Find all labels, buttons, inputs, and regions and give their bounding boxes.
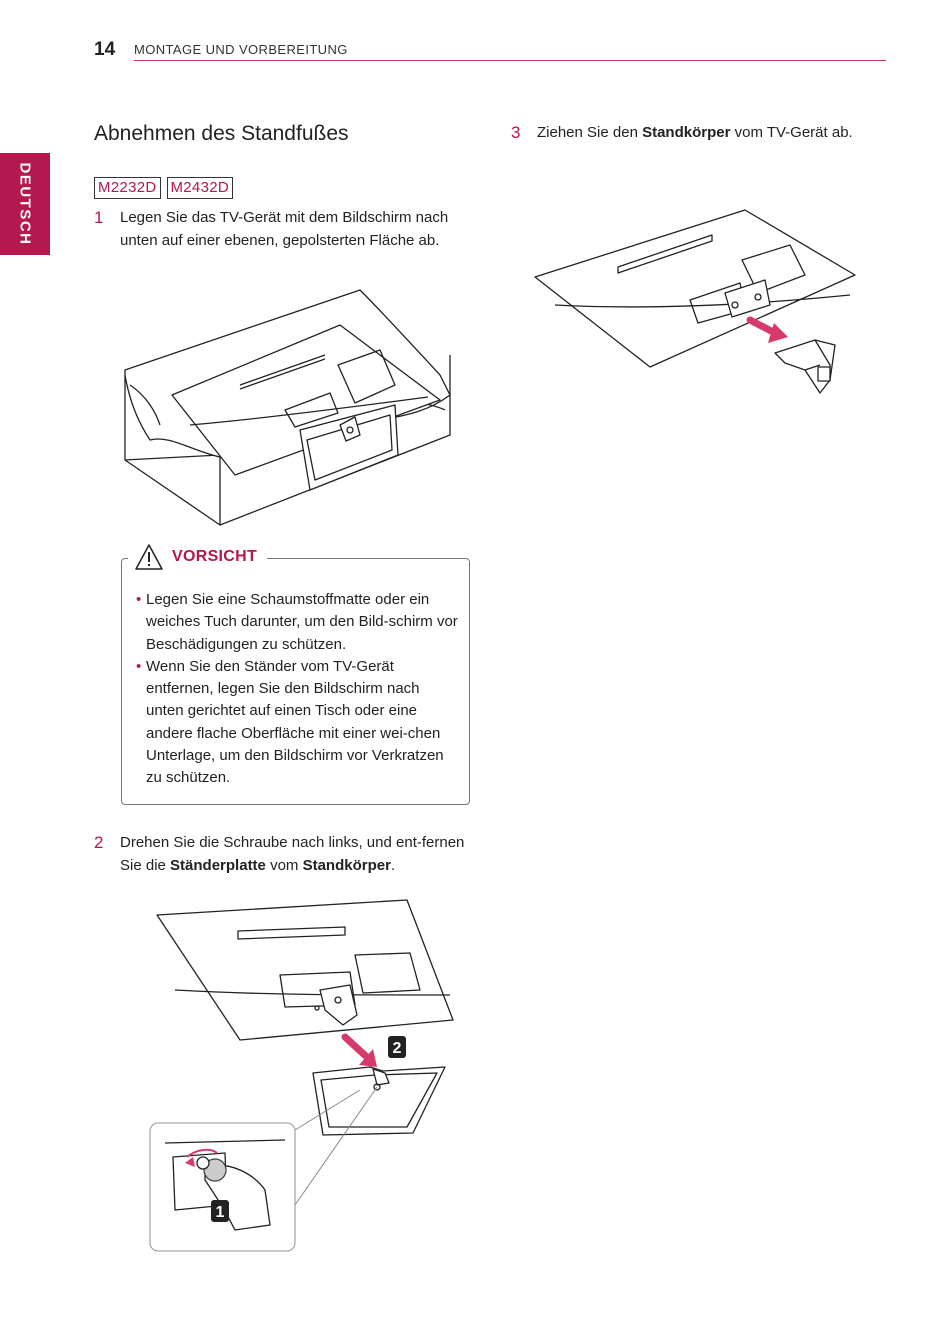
bullet-dot-icon: • [136, 591, 142, 608]
caution-title: VORSICHT [172, 548, 258, 565]
step-number: 1 [94, 208, 104, 227]
model-badges: M2232D M2432D [94, 177, 233, 199]
language-tab-label: DEUTSCH [16, 162, 34, 246]
illustration-pull-stand-body [534, 209, 856, 394]
callout-1-label: 1 [216, 1204, 225, 1221]
language-tab: DEUTSCH [0, 153, 50, 255]
step-text-part: Ziehen Sie den [537, 124, 643, 141]
step-3: 3 Ziehen Sie den Standkörper vom TV-Gerä… [511, 122, 911, 145]
model-badge: M2232D [94, 177, 161, 199]
step-text-part: . [390, 856, 396, 874]
section-title: MONTAGE UND VORBEREITUNG [134, 42, 348, 57]
header-rule [134, 60, 886, 61]
illustration-remove-stand-plate: 2 1 [149, 899, 454, 1252]
caution-item-text: Legen Sie eine Schaumstoffmatte oder ein… [146, 591, 458, 653]
caution-header: VORSICHT [128, 540, 268, 574]
callout-1-badge [211, 1200, 229, 1222]
callout-2-badge [388, 1036, 406, 1058]
step-2: 2 Drehen Sie die Schraube nach links, un… [94, 832, 474, 877]
model-badge: M2432D [166, 177, 233, 199]
caution-list: • Legen Sie eine Schaumstoffmatte oder e… [136, 589, 461, 790]
illustration-tv-on-padding [124, 289, 451, 526]
step-text-bold: Standkörper [642, 124, 731, 141]
step-number: 3 [511, 123, 521, 142]
step-text-part: vom [265, 856, 303, 874]
step-text-bold: Ständerplatte [170, 856, 266, 874]
caution-item-text: Wenn Sie den Ständer vom TV-Gerät entfer… [146, 657, 444, 787]
caution-item: • Wenn Sie den Ständer vom TV-Gerät entf… [136, 656, 461, 790]
step-text-bold: Standkörper [302, 856, 391, 874]
bullet-dot-icon: • [136, 657, 142, 675]
step-text: Drehen Sie die Schraube nach links, und … [120, 832, 474, 877]
step-1: 1 Legen Sie das TV-Gerät mit dem Bildsch… [94, 207, 464, 252]
step-text: Legen Sie das TV-Gerät mit dem Bildschir… [120, 209, 449, 249]
page-number: 14 [94, 39, 116, 60]
callout-2-label: 2 [393, 1040, 402, 1057]
warning-icon [135, 544, 163, 570]
step-text-part: vom TV-Gerät ab. [730, 124, 853, 141]
step-text-part: Drehen Sie die Schraube nach links, und … [120, 834, 465, 874]
caution-item: • Legen Sie eine Schaumstoffmatte oder e… [136, 589, 461, 656]
caution-box [121, 558, 470, 805]
step-number: 2 [94, 833, 104, 852]
page-heading: Abnehmen des Standfußes [94, 122, 349, 145]
step-text: Ziehen Sie den Standkörper vom TV-Gerät … [537, 122, 911, 145]
